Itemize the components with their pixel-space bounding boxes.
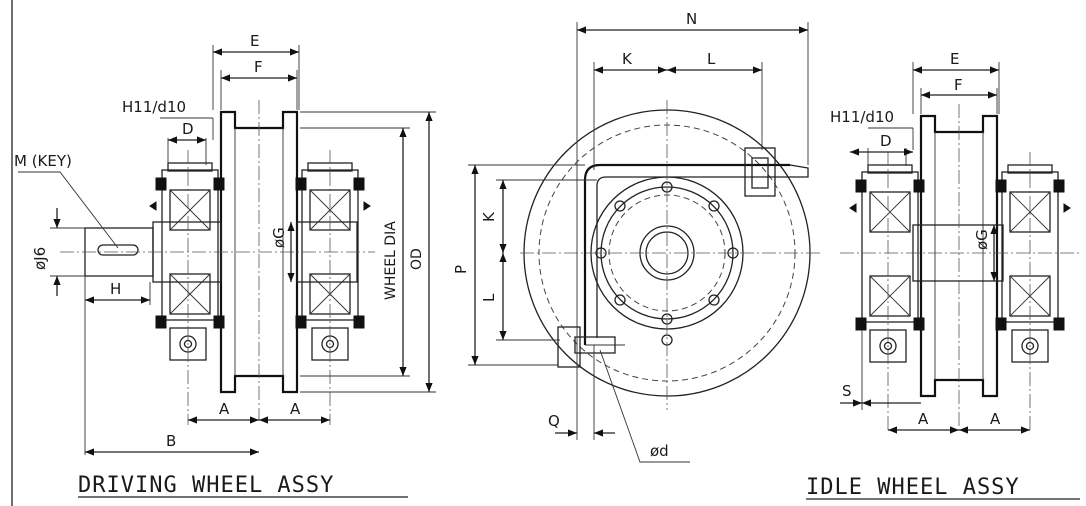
idle-dim-s: S (842, 382, 852, 400)
idle-wheel-assembly: E F H11/d10 D øG S A A IDLE WHEEL ASSY (806, 50, 1080, 500)
keyway (97, 244, 139, 256)
wheel-dia-label: WHEEL DIA (383, 221, 399, 300)
driving-right-bearing-block (295, 162, 371, 361)
driving-dim-h: H (110, 280, 121, 298)
driving-tolerance-label: H11/d10 (122, 98, 186, 116)
driving-dim-a-left: A (219, 400, 230, 418)
driving-dim-f: F (254, 58, 263, 76)
side-dim-l-top: L (707, 50, 716, 68)
bracket-top-clamp (744, 147, 776, 197)
side-dim-q: Q (548, 412, 560, 430)
idle-dim-f: F (954, 76, 963, 94)
side-dim-k-side: K (480, 211, 498, 222)
driving-dim-e: E (250, 32, 259, 50)
od-label: OD (409, 248, 425, 270)
side-dim-k-top: K (622, 50, 633, 68)
driving-dim-j6: øJ6 (31, 247, 49, 270)
idle-left-bearing-block (849, 164, 925, 363)
key-label: M (KEY) (14, 152, 72, 170)
idle-right-bearing-block (995, 164, 1071, 363)
wheel-side-view: N K L P K L Q ød (452, 10, 820, 463)
driving-dim-d: D (182, 120, 194, 138)
side-dim-n: N (686, 10, 697, 28)
driving-left-bearing-block (149, 162, 225, 361)
side-dim-p: P (452, 265, 470, 274)
driving-dim-a-right: A (290, 400, 301, 418)
bracket-bottom-clamp (557, 326, 581, 368)
driving-dim-b: B (166, 432, 176, 450)
driving-wheel-assembly: E F H11/d10 D M (KEY) øJ6 H øG (14, 32, 436, 498)
idle-dim-g: øG (973, 229, 991, 250)
idle-dim-e: E (950, 50, 959, 68)
side-dim-l-side: L (480, 293, 498, 302)
idle-dim-a-right: A (990, 410, 1001, 428)
driving-dim-g: øG (270, 227, 288, 248)
idle-dim-a-left: A (918, 410, 929, 428)
side-dim-d: ød (650, 442, 669, 460)
idle-dim-d: D (880, 132, 892, 150)
idle-assembly-title: IDLE WHEEL ASSY (806, 475, 1020, 500)
idle-tolerance-label: H11/d10 (830, 108, 894, 126)
driving-assembly-title: DRIVING WHEEL ASSY (78, 473, 334, 498)
